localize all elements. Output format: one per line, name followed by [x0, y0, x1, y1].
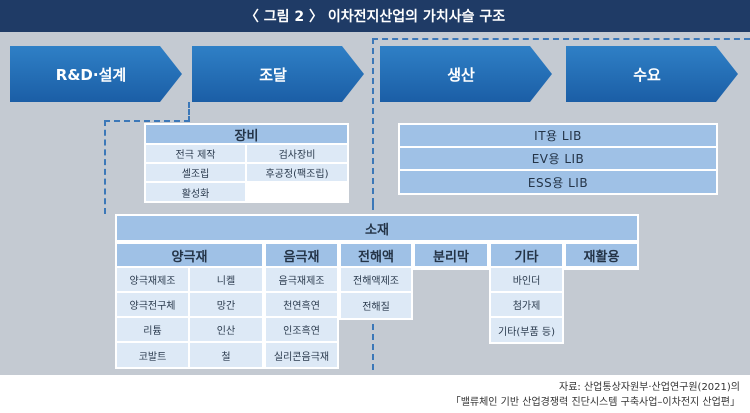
dashed-divider-mid-top — [372, 38, 374, 204]
production-panel: IT용 LIB EV용 LIB ESS용 LIB — [398, 123, 718, 195]
source-line: 자료: 산업통상자원부·산업연구원(2021)의 — [559, 382, 740, 393]
source-note: 자료: 산업통상자원부·산업연구원(2021)의 「밸류체인 기반 산업경쟁력 … — [451, 380, 740, 410]
equipment-panel: 장비 전극 제작 검사장비 셀조립 후공정(팩조립) 활성화 — [144, 123, 349, 203]
equipment-header: 장비 — [146, 125, 347, 144]
production-item: EV용 LIB — [400, 148, 716, 169]
stage-arrow-demand: 수요 — [566, 46, 738, 102]
cathode-item: 망간 — [190, 293, 262, 316]
etc-item: 바인더 — [491, 268, 562, 291]
dashed-divider-riser — [188, 102, 190, 122]
anode-item: 천연흑연 — [266, 293, 337, 316]
cathode-item: 리튬 — [117, 318, 188, 341]
anode-item: 음극재제조 — [266, 268, 337, 291]
dashed-divider-mid-horizontal — [372, 38, 750, 40]
cathode-item: 철 — [190, 343, 262, 367]
electrolyte-item: 전해질 — [341, 293, 411, 318]
stage-label: R&D·설계 — [55, 65, 127, 84]
stage-label: 조달 — [259, 65, 287, 84]
equipment-item: 셀조립 — [146, 164, 245, 181]
stage-label: 생산 — [447, 65, 475, 84]
cathode-item: 인산 — [190, 318, 262, 341]
stage-arrow-rnd: R&D·설계 — [10, 46, 182, 102]
equipment-item: 후공정(팩조립) — [247, 164, 347, 181]
category-header-etc: 기타 — [491, 244, 562, 266]
figure-title: 〈 그림 2 〉 이차전지산업의 가치사슬 구조 — [0, 0, 750, 32]
electrolyte-item: 전해액제조 — [341, 268, 411, 291]
category-header-cathode: 양극재 — [117, 244, 262, 266]
stage-label: 수요 — [633, 65, 661, 84]
cathode-item: 코발트 — [117, 343, 188, 367]
category-header-anode: 음극재 — [266, 244, 337, 266]
category-header-electrolyte: 전해액 — [341, 244, 411, 266]
anode-item: 실리콘음극재 — [266, 343, 337, 367]
category-header-recycling: 재활용 — [566, 244, 637, 266]
materials-header: 소재 — [117, 216, 637, 240]
dashed-divider-top — [104, 120, 190, 122]
equipment-item: 전극 제작 — [146, 145, 245, 162]
anode-item: 인조흑연 — [266, 318, 337, 341]
production-item: IT용 LIB — [400, 125, 716, 146]
equipment-item: 검사장비 — [247, 145, 347, 162]
cathode-item: 양극재제조 — [117, 268, 188, 291]
dashed-divider-left — [104, 120, 106, 214]
source-line: 「밸류체인 기반 산업경쟁력 진단시스템 구축사업–이차전지 산업편」 — [450, 397, 740, 408]
cathode-item: 양극전구체 — [117, 293, 188, 316]
stage-arrow-procurement: 조달 — [192, 46, 364, 102]
value-chain-diagram: R&D·설계 조달 생산 수요 장비 전극 제작 검사장비 셀조립 후공정(팩조… — [0, 32, 750, 375]
etc-item: 첨가제 — [491, 293, 562, 316]
category-header-separator: 분리막 — [415, 244, 487, 266]
stage-arrow-production: 생산 — [380, 46, 552, 102]
cathode-item: 니켈 — [190, 268, 262, 291]
etc-item: 기타(부품 등) — [491, 318, 562, 342]
equipment-item: 활성화 — [146, 183, 245, 201]
production-item: ESS용 LIB — [400, 171, 716, 193]
